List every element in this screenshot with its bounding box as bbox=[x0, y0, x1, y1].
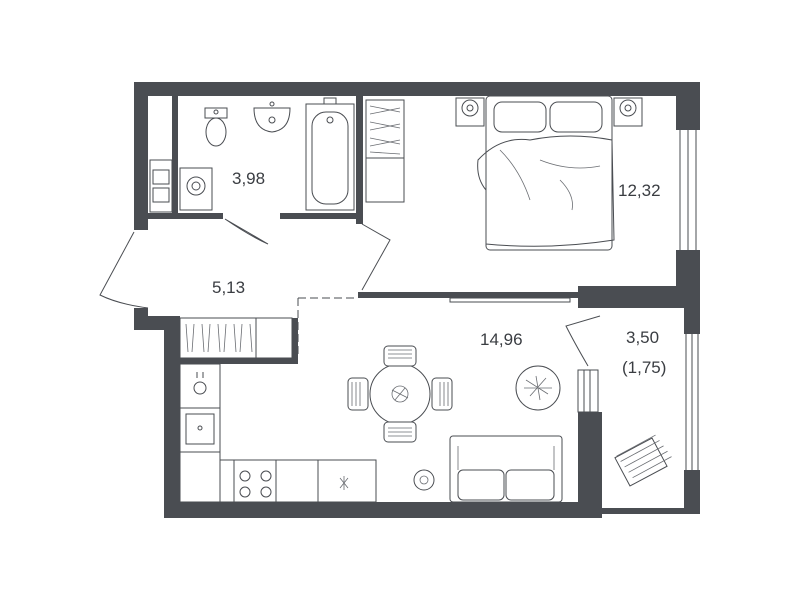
wardrobe-bedroom bbox=[365, 99, 405, 203]
balcony-door bbox=[565, 315, 601, 367]
plant-icon bbox=[515, 365, 561, 411]
chair-top bbox=[383, 345, 417, 367]
chair-right bbox=[431, 377, 453, 411]
wall-balcony-right-top bbox=[684, 300, 700, 334]
walls bbox=[134, 82, 700, 518]
wardrobe-hallway bbox=[179, 317, 293, 359]
chair-left bbox=[347, 377, 369, 411]
wall-left-upper bbox=[134, 82, 148, 230]
lounge-chair-icon bbox=[614, 434, 672, 487]
living-furniture bbox=[347, 297, 571, 503]
side-table-icon bbox=[413, 469, 435, 491]
balcony-door-frame bbox=[577, 369, 599, 413]
bathroom-area-label: 3,98 bbox=[232, 169, 265, 188]
wall-balcony-bottom bbox=[600, 508, 700, 514]
chair-bottom bbox=[383, 421, 417, 443]
balcony-furniture bbox=[614, 434, 672, 487]
wall-bath-bottom-left bbox=[148, 213, 223, 219]
wall-kitchen-stub bbox=[292, 318, 298, 364]
wall-hall-kitchen bbox=[180, 358, 298, 364]
wall-bath-bedroom bbox=[356, 96, 363, 224]
wall-bedroom-bottom-right bbox=[578, 286, 700, 308]
sofa-icon bbox=[449, 435, 563, 503]
wall-bath-inner-left bbox=[172, 96, 178, 216]
kitchen-sink-icon bbox=[185, 413, 215, 445]
wall-bath-bottom-right bbox=[280, 213, 362, 219]
toilet-icon bbox=[204, 107, 228, 147]
balcony-reduced-area-label: (1,75) bbox=[622, 358, 666, 377]
bath-cabinet bbox=[149, 159, 173, 213]
wall-left-lower bbox=[164, 316, 180, 518]
doors bbox=[99, 218, 601, 367]
bedroom-window bbox=[679, 130, 697, 250]
stove-icon bbox=[239, 470, 272, 498]
wall-living-right-lower bbox=[578, 412, 602, 518]
tv-icon bbox=[449, 297, 571, 303]
hallway-furniture bbox=[179, 317, 293, 359]
wall-top bbox=[134, 82, 700, 96]
nightstand-left bbox=[455, 97, 485, 127]
bedroom-area-label: 12,32 bbox=[618, 181, 661, 200]
bedroom-furniture bbox=[365, 95, 643, 251]
washing-machine-icon bbox=[179, 167, 213, 211]
wall-bedroom-bottom bbox=[358, 292, 580, 298]
bathtub-icon bbox=[305, 97, 355, 211]
entrance-door bbox=[99, 231, 149, 309]
bed-icon bbox=[477, 95, 615, 251]
nightstand-right bbox=[613, 97, 643, 127]
balcony-window bbox=[685, 334, 699, 470]
windows bbox=[577, 130, 699, 470]
dining-table-icon bbox=[347, 345, 453, 443]
kitchen-living-area-label: 14,96 bbox=[480, 330, 523, 349]
bathroom-fixtures bbox=[149, 97, 355, 213]
wall-right-top bbox=[676, 82, 700, 130]
kitchen-furniture bbox=[179, 363, 377, 503]
fridge-icon bbox=[339, 476, 349, 490]
wall-bottom bbox=[164, 502, 602, 518]
balcony-area-label: 3,50 bbox=[626, 328, 659, 347]
wall-balcony-right-bottom bbox=[684, 470, 700, 514]
sink-icon bbox=[253, 101, 291, 133]
wall-right-mid bbox=[676, 250, 700, 286]
boiler-icon bbox=[193, 372, 207, 395]
bathroom-door bbox=[224, 218, 269, 245]
hallway-area-label: 5,13 bbox=[212, 278, 245, 297]
bedroom-door bbox=[361, 223, 391, 291]
area-labels: 3,98 12,32 5,13 14,96 3,50 (1,75) bbox=[212, 169, 666, 377]
kitchen-counter-left bbox=[179, 363, 221, 503]
